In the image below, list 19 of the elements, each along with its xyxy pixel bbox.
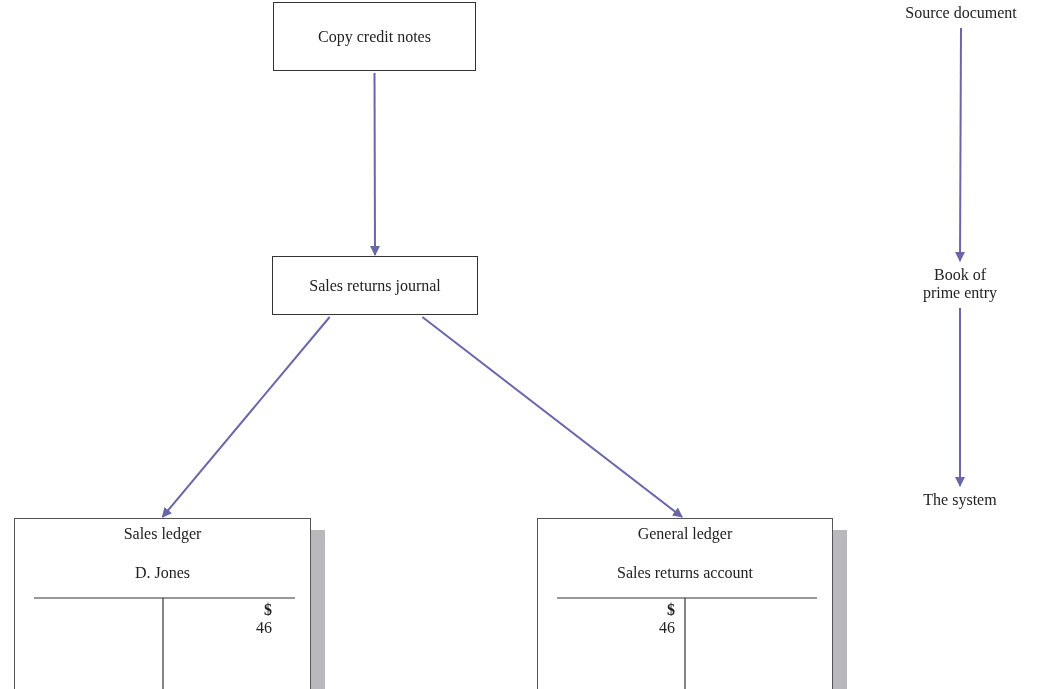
currency-heading: $: [264, 601, 272, 619]
ledger-title: Sales ledger: [122, 525, 203, 543]
amount: 46: [256, 619, 272, 637]
process-box: [273, 2, 476, 71]
arrow: [955, 307, 965, 487]
arrow: [421, 316, 684, 518]
step-text: Source document: [905, 4, 1017, 22]
process-box: [272, 256, 478, 315]
ledger-title: General ledger: [636, 525, 734, 543]
arrow: [955, 27, 966, 262]
arrow: [370, 72, 380, 256]
step-text: The system: [923, 491, 997, 509]
arrow: [161, 316, 331, 518]
currency-heading: $: [667, 601, 675, 619]
amount: 46: [659, 619, 675, 637]
account-name: Sales returns account: [616, 564, 754, 582]
box-text: Sales returns journal: [309, 276, 441, 295]
box-text: Copy credit notes: [318, 27, 431, 46]
account-name: D. Jones: [133, 564, 192, 582]
